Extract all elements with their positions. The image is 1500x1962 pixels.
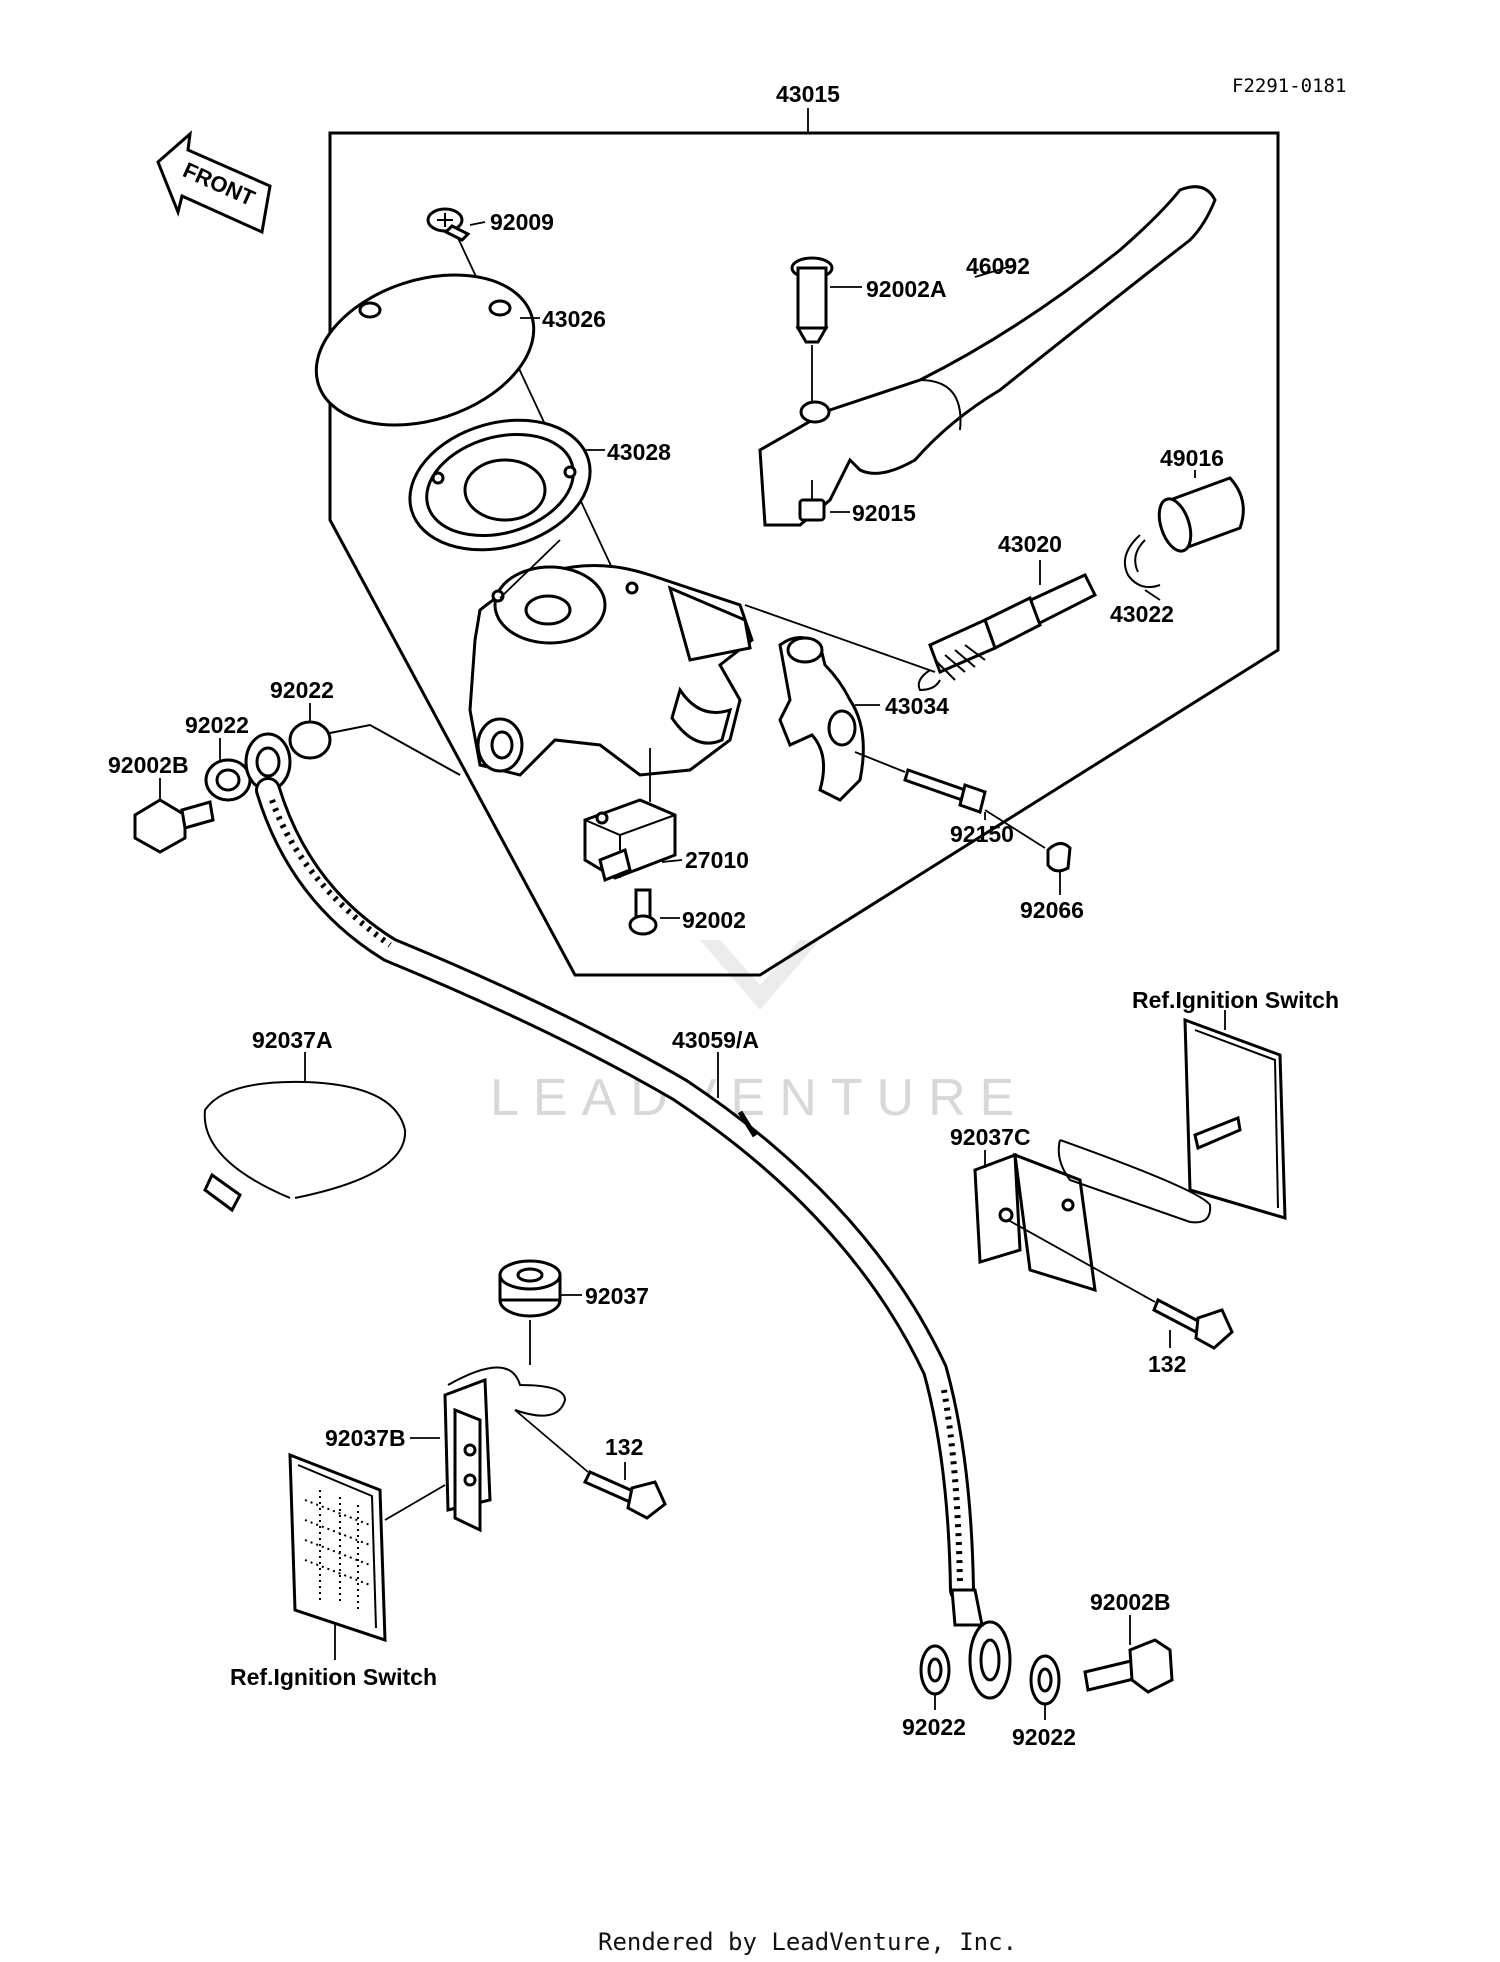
label-92037C: 92037C [950, 1124, 1031, 1150]
clamp-43034 [778, 636, 880, 802]
label-92022-top: 92022 [270, 677, 334, 703]
label-43015: 43015 [776, 81, 840, 107]
label-92150: 92150 [950, 821, 1014, 847]
boot-49016 [1157, 470, 1245, 553]
bolt-92002B-left [133, 778, 215, 854]
footer-credit: Rendered by LeadVenture, Inc. [598, 1928, 1017, 1956]
label-43059A: 43059/A [672, 1027, 759, 1053]
label-92037B: 92037B [325, 1425, 406, 1451]
label-92002: 92002 [682, 907, 746, 933]
front-arrow-icon: FRONT [156, 130, 272, 235]
ignition-switch-right [1183, 1010, 1287, 1221]
nut-92015 [798, 480, 850, 522]
label-132-right: 132 [1148, 1351, 1186, 1377]
label-92022-bottom-right: 92022 [1012, 1724, 1076, 1750]
label-132-left: 132 [605, 1434, 643, 1460]
master-cylinder-body [468, 539, 754, 777]
label-43026: 43026 [542, 306, 606, 332]
band-92037A [203, 1052, 407, 1213]
cap-43026 [314, 273, 540, 427]
label-43020: 43020 [998, 531, 1062, 557]
ref-ignition-switch-bottom: Ref.Ignition Switch [230, 1664, 437, 1690]
bolt-92002B-right [1083, 1615, 1174, 1694]
label-46092: 46092 [966, 253, 1030, 279]
label-49016: 49016 [1160, 445, 1224, 471]
lower-washer-left [919, 1644, 951, 1710]
brake-hose-43059A [255, 777, 1012, 1700]
figure-code: F2291-0181 [1232, 75, 1346, 97]
label-92002A: 92002A [866, 276, 947, 302]
upper-banjo [204, 703, 461, 802]
plug-92066 [984, 809, 1072, 895]
label-92037: 92037 [585, 1283, 649, 1309]
label-92037A: 92037A [252, 1027, 333, 1053]
label-92002B-right: 92002B [1090, 1589, 1171, 1615]
label-92015: 92015 [852, 500, 916, 526]
circlip-43022 [1124, 534, 1161, 601]
label-92022-bottom-left: 92022 [902, 1714, 966, 1740]
diaphragm-43028 [408, 418, 605, 552]
bracket-92037B [410, 1366, 567, 1533]
label-92066: 92066 [1020, 897, 1084, 923]
label-92002B-left: 92002B [108, 752, 189, 778]
label-27010: 27010 [685, 847, 749, 873]
watermark-text: LEADVENTURE [490, 1069, 1028, 1127]
label-43028: 43028 [607, 439, 671, 465]
bolt-132-left [514, 1409, 667, 1520]
assembly-outline [328, 108, 1280, 977]
bracket-92037C [973, 1115, 1242, 1293]
label-92009: 92009 [490, 209, 554, 235]
bolt-92150 [854, 751, 987, 820]
switch-27010 [583, 748, 683, 883]
label-92022-mid: 92022 [185, 712, 249, 738]
lever-46092 [758, 185, 1217, 527]
ref-ignition-switch-top: Ref.Ignition Switch [1132, 987, 1339, 1013]
screw-92002 [628, 888, 680, 936]
label-43034: 43034 [885, 693, 949, 719]
lower-washer-right [1029, 1654, 1061, 1720]
spring-leader [744, 604, 936, 673]
piston-43020 [917, 560, 1098, 692]
bolt-92002A [790, 256, 862, 412]
ignition-switch-left [288, 1452, 446, 1660]
bolt-132-right [1007, 1219, 1234, 1350]
label-43022: 43022 [1110, 601, 1174, 627]
grommet-92037 [498, 1259, 582, 1365]
